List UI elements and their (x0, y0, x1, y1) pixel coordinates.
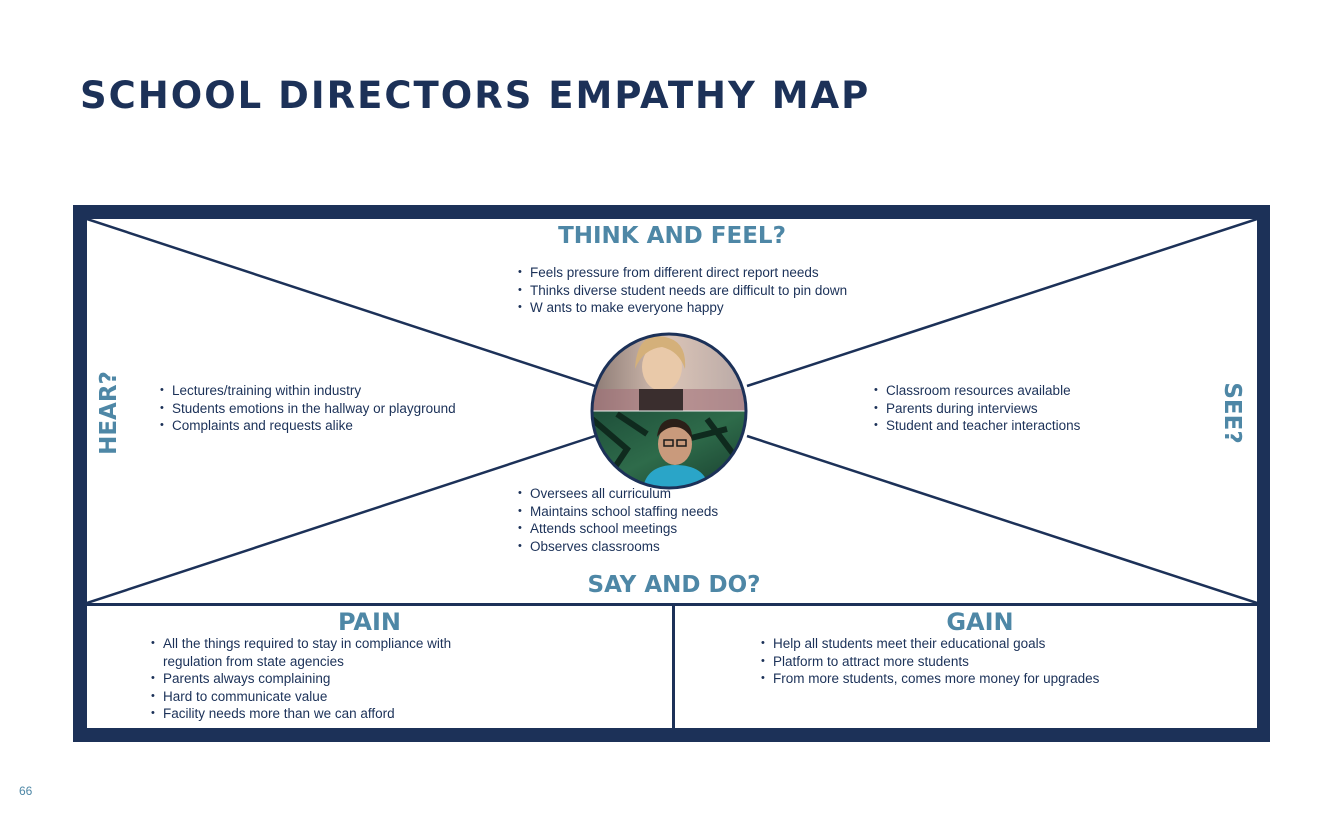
pain-heading: PAIN (338, 608, 401, 636)
list-item: Students emotions in the hallway or play… (160, 400, 456, 418)
gain-heading: GAIN (946, 608, 1014, 636)
list-item: All the things required to stay in compl… (151, 635, 451, 653)
say-do-heading: SAY AND DO? (587, 572, 761, 598)
think-feel-list: Feels pressure from different direct rep… (518, 264, 847, 317)
page-number: 66 (19, 784, 33, 798)
list-item: From more students, comes more money for… (761, 670, 1099, 688)
list-item: Lectures/training within industry (160, 382, 456, 400)
page-title: SCHOOL DIRECTORS EMPATHY MAP (80, 74, 871, 117)
empathy-map-quadrants: THINK AND FEEL? Feels pressure from diff… (87, 219, 1257, 603)
diagonal-line-bottom-right (746, 434, 1257, 603)
quadrant-diagram (87, 219, 1257, 603)
list-item: Parents during interviews (874, 400, 1080, 418)
list-item: Maintains school staffing needs (518, 503, 718, 521)
pain-panel: PAIN All the things required to stay in … (87, 606, 672, 728)
list-item: Platform to attract more students (761, 653, 1099, 671)
diagonal-line-top-left (87, 219, 596, 388)
list-item: Hard to communicate value (151, 688, 451, 706)
see-heading: SEE? (1219, 382, 1245, 444)
think-feel-heading: THINK AND FEEL? (558, 223, 786, 249)
pain-list: All the things required to stay in compl… (151, 635, 451, 723)
list-item: Thinks diverse student needs are difficu… (518, 282, 847, 300)
list-item: Student and teacher interactions (874, 417, 1080, 435)
say-do-list: Oversees all curriculum Maintains school… (518, 485, 718, 555)
gain-list: Help all students meet their educational… (761, 635, 1099, 688)
hear-heading: HEAR? (96, 371, 122, 455)
diagonal-line-bottom-left (87, 434, 596, 603)
list-item: Complaints and requests alike (160, 417, 456, 435)
list-item: Oversees all curriculum (518, 485, 718, 503)
list-item: Parents always complaining (151, 670, 451, 688)
hear-list: Lectures/training within industry Studen… (160, 382, 456, 435)
diagonal-line-top-right (746, 219, 1257, 388)
list-item: Classroom resources available (874, 382, 1080, 400)
list-item: Observes classrooms (518, 538, 718, 556)
gain-panel: GAIN Help all students meet their educat… (675, 606, 1257, 728)
list-item: W ants to make everyone happy (518, 299, 847, 317)
list-item-continuation: regulation from state agencies (163, 653, 344, 669)
see-list: Classroom resources available Parents du… (874, 382, 1080, 435)
list-item: Feels pressure from different direct rep… (518, 264, 847, 282)
list-item: Attends school meetings (518, 520, 718, 538)
list-item: Facility needs more than we can afford (151, 705, 451, 723)
list-item: Help all students meet their educational… (761, 635, 1099, 653)
